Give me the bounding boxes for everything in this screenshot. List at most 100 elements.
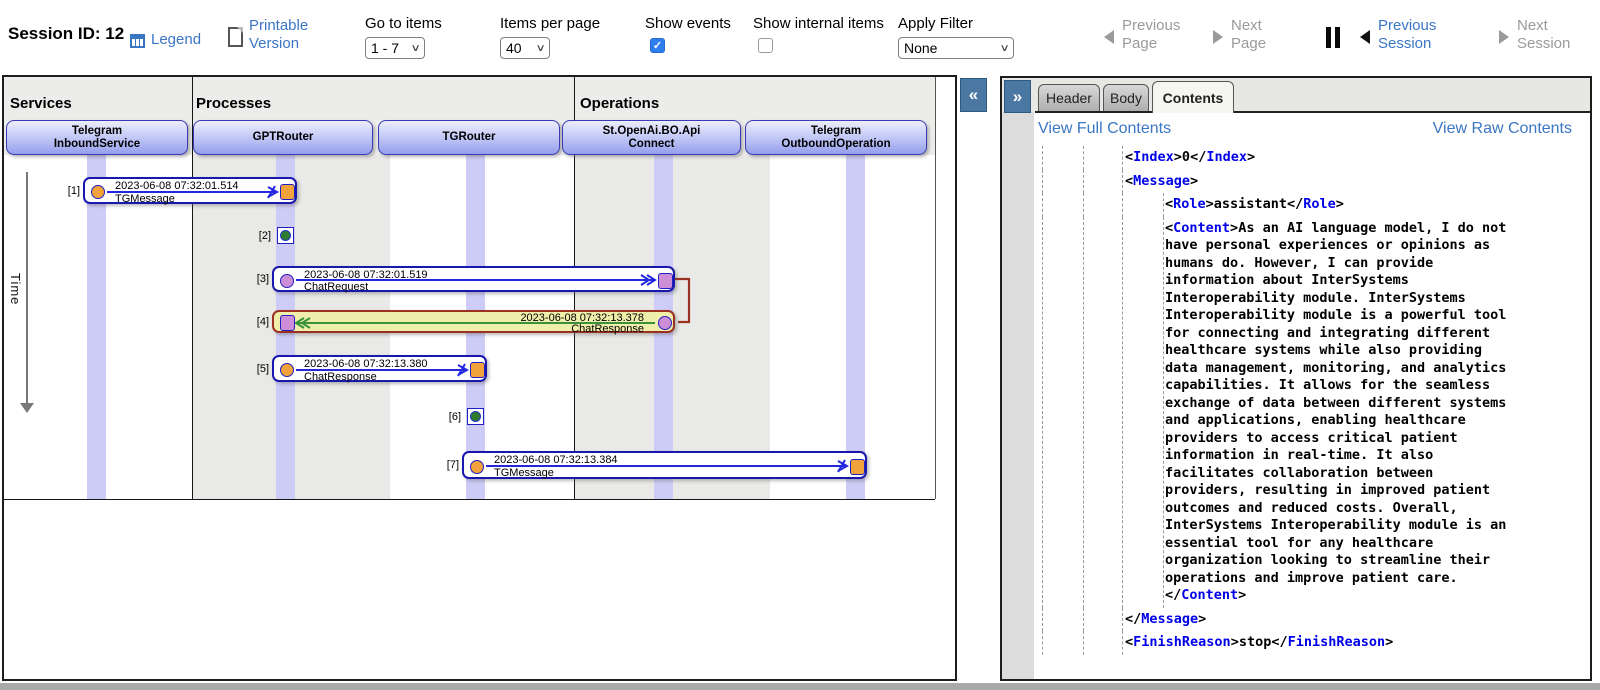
xml-value: stop (1238, 634, 1272, 650)
item-number: [4] (256, 315, 269, 328)
xml-tag-name: Role (1303, 196, 1336, 212)
xml-bracket: > (1230, 219, 1239, 236)
trace-event[interactable] (466, 408, 484, 425)
expand-details-button[interactable]: » (1004, 80, 1031, 113)
tree-guide-line (1083, 216, 1084, 608)
xml-bracket: > (1385, 634, 1394, 650)
legend-link[interactable]: Legend (151, 31, 202, 48)
view-raw-contents-link[interactable]: View Raw Contents (1432, 120, 1572, 137)
tree-guide-line (1083, 169, 1084, 193)
lifeline-band (845, 155, 865, 499)
request-arrow-icon (486, 459, 850, 473)
next-page-button[interactable]: Next Page (1231, 17, 1267, 52)
items-per-page-label: Items per page (500, 15, 601, 32)
message-name: TGMessage (494, 467, 554, 479)
tree-guide-line (1042, 607, 1043, 631)
xml-bracket: > (1173, 149, 1182, 165)
time-axis-label: Time (8, 273, 23, 306)
item-number: [1] (67, 184, 80, 197)
xml-bracket: > (1205, 196, 1214, 212)
tree-guide-line (1122, 193, 1123, 217)
pause-icon[interactable] (1326, 27, 1344, 53)
endpoint-circle-purple (280, 273, 294, 288)
lane-header-gptrouter[interactable]: GPTRouter (193, 120, 373, 155)
endpoint-circle-purple (658, 316, 672, 330)
xml-tag-name: Role (1173, 196, 1206, 212)
trace-event[interactable] (276, 227, 294, 244)
legend-icon (130, 34, 145, 48)
endpoint-circle-orange (91, 185, 105, 199)
tab-contents[interactable]: Contents (1152, 81, 1234, 113)
apply-filter-select[interactable]: None∨ (898, 37, 1014, 59)
chevron-down-icon: ∨ (535, 42, 546, 54)
message-name: ChatResponse (304, 371, 377, 383)
xml-bracket: < (1125, 149, 1134, 165)
xml-bracket: </ (1286, 196, 1304, 212)
message-name: TGMessage (115, 193, 175, 205)
view-full-contents-link[interactable]: View Full Contents (1038, 120, 1172, 137)
tab-body[interactable]: Body (1103, 84, 1149, 111)
show-internal-items-checkbox[interactable] (758, 38, 773, 53)
show-events-label: Show events (645, 15, 731, 32)
xml-bracket: </ (1165, 587, 1182, 603)
tree-guide-line (1042, 193, 1043, 217)
collapse-trace-button[interactable]: « (960, 78, 987, 112)
message-name: ChatResponse (571, 323, 644, 335)
xml-tag-name: Message (1141, 610, 1199, 627)
printable-version-link[interactable]: Printable Version (249, 17, 309, 52)
xml-line: <Content>As an AI language model, I do n… (1039, 216, 1517, 608)
endpoint-circle-orange (470, 459, 484, 474)
xml-bracket: > (1238, 587, 1247, 603)
item-number: [7] (446, 459, 459, 471)
response-arrow-icon (294, 317, 655, 329)
endpoint-circle-orange (280, 363, 294, 377)
tree-guide-line (1083, 631, 1084, 655)
tree-guide-line (1122, 146, 1123, 170)
column-header-processes: Processes (196, 95, 272, 112)
lane-header-tgrouter[interactable]: TGRouter (378, 120, 560, 155)
item-number: [5] (256, 362, 269, 375)
show-events-checkbox[interactable]: ✓ (650, 38, 665, 53)
item-number: [3] (256, 273, 269, 285)
item-number: [2] (258, 230, 271, 242)
chevron-down-icon: ∨ (410, 42, 421, 54)
tab-header[interactable]: Header (1038, 84, 1100, 111)
xml-content: <Index>0</Index><Message><Role>assistant… (1039, 146, 1588, 679)
tree-guide-line (1042, 146, 1043, 170)
column-header-operations: Operations (580, 95, 660, 112)
endpoint-square-orange (849, 458, 865, 475)
tree-guide-line (1122, 216, 1123, 608)
goto-items-select[interactable]: 1 - 7∨ (365, 37, 425, 59)
xml-tag-name: FinishReason (1133, 634, 1231, 650)
xml-value: assistant (1213, 196, 1287, 212)
previous-page-button[interactable]: Previous Page (1122, 17, 1181, 52)
details-gutter (1002, 78, 1034, 679)
toolbar: Session ID: 12 Legend Printable Version … (0, 0, 1600, 75)
tree-guide-line (1163, 193, 1164, 217)
contents-pane: View Full Contents View Raw Contents <In… (1035, 113, 1590, 679)
tab-divider-line (1035, 111, 1590, 113)
message-timestamp: 2023-06-08 07:32:13.378 (520, 312, 644, 324)
details-panel: » View Full Contents View Raw Contents <… (1000, 76, 1592, 681)
column-divider (192, 77, 193, 499)
trace-right-edge (935, 77, 936, 499)
xml-line: <Role>assistant</Role> (1039, 193, 1517, 217)
details-tabstrip (1002, 78, 1590, 112)
event-green-dot-icon (469, 411, 481, 422)
next-session-button[interactable]: Next Session (1517, 17, 1571, 52)
items-per-page-select[interactable]: 40∨ (500, 37, 550, 59)
xml-value: 0 (1181, 149, 1191, 165)
previous-session-link[interactable]: Previous Session (1378, 17, 1437, 52)
xml-tag-name: FinishReason (1287, 634, 1386, 650)
